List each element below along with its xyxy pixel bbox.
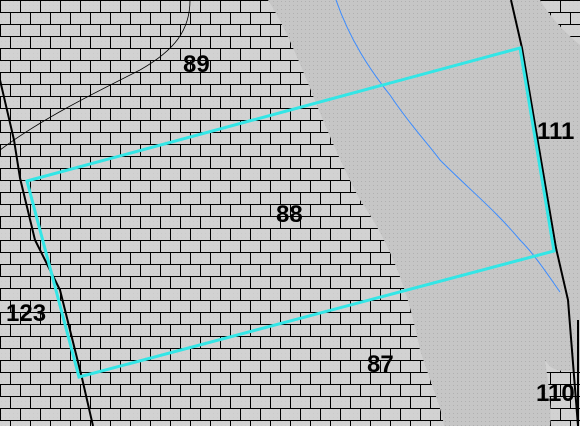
parcel-label-89: 89 <box>183 51 210 78</box>
parcel-label-88: 88 <box>276 201 303 228</box>
selected-parcel-outline[interactable] <box>25 46 556 379</box>
parcel-label-87: 87 <box>367 351 394 378</box>
parcel-label-111: 111 <box>537 118 574 145</box>
building-block-west <box>0 0 444 426</box>
parcel-label-123: 123 <box>6 300 46 327</box>
building-block-southeast <box>545 360 580 426</box>
parcel-label-110: 110 <box>536 380 575 407</box>
building-block-northeast <box>540 0 580 45</box>
stream-line <box>335 0 561 293</box>
